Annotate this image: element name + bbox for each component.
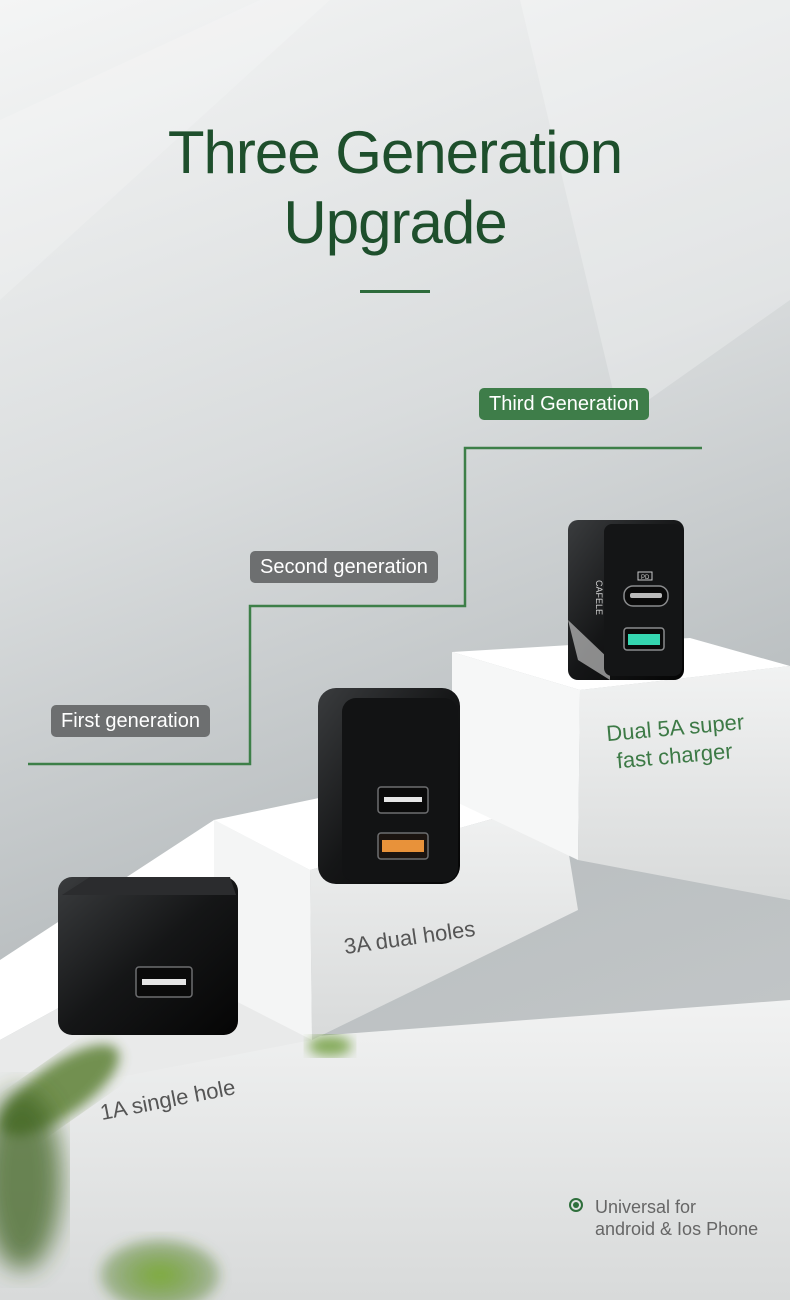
- floor: [0, 1000, 790, 1300]
- foreground-leaves: [0, 1036, 352, 1300]
- title-line-1: Three Generation: [167, 119, 623, 186]
- charger-dual-usb: [318, 688, 460, 884]
- step-3-side: [452, 652, 580, 860]
- pd-port-label: PD: [641, 575, 650, 581]
- third-gen-description: Dual 5A super fast charger: [605, 708, 748, 776]
- title-underline: [360, 290, 430, 293]
- generation-stair-line: [28, 446, 702, 766]
- charger-dual-fast: CAFELE PD: [568, 520, 684, 680]
- title-line-2: Upgrade: [283, 189, 507, 256]
- compatibility-line-1: Universal for: [595, 1197, 697, 1217]
- charger-brand-text: CAFELE: [594, 580, 604, 615]
- compatibility-line-2: android & Ios Phone: [595, 1219, 759, 1239]
- light-streak: [0, 0, 330, 300]
- compatibility-text: Universal for android & Ios Phone: [595, 1196, 758, 1240]
- charger-single-usb: [58, 877, 238, 1035]
- step-2-side: [214, 820, 312, 1040]
- radio-bullet-icon: [569, 1198, 583, 1212]
- step-3-front: [578, 666, 790, 900]
- light-streak: [520, 0, 790, 420]
- page-title: Three Generation Upgrade: [0, 118, 790, 258]
- compatibility-note: Universal for android & Ios Phone: [569, 1196, 758, 1240]
- third-generation-label: Third Generation: [479, 388, 650, 420]
- second-generation-label: Second generation: [250, 551, 438, 583]
- first-generation-label: First generation: [51, 705, 210, 737]
